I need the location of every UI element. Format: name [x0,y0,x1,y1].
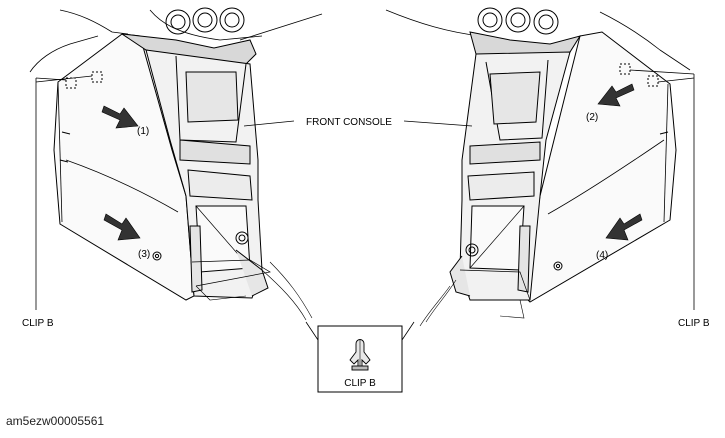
clip-b-icon [349,339,371,371]
arrow-1-icon [101,105,139,129]
front-console-callout [243,120,473,127]
step-2-label: (2) [586,112,598,123]
image-code: am5ezw00005561 [6,414,105,428]
arrow-4-icon [605,213,643,241]
step-3-label: (3) [138,249,150,260]
step-1-label: (1) [137,126,149,137]
front-console-label: FRONT CONSOLE [306,117,392,128]
right-view [385,7,695,327]
left-view [29,7,323,321]
arrow-3-icon [103,213,141,241]
clip-b-left-label: CLIP B [22,318,54,329]
clip-b-right-label: CLIP B [678,318,710,329]
clip-b-inset [305,321,415,393]
step-4-label: (4) [596,250,608,261]
clip-b-inset-label: CLIP B [344,378,376,389]
arrow-2-icon [597,83,635,107]
